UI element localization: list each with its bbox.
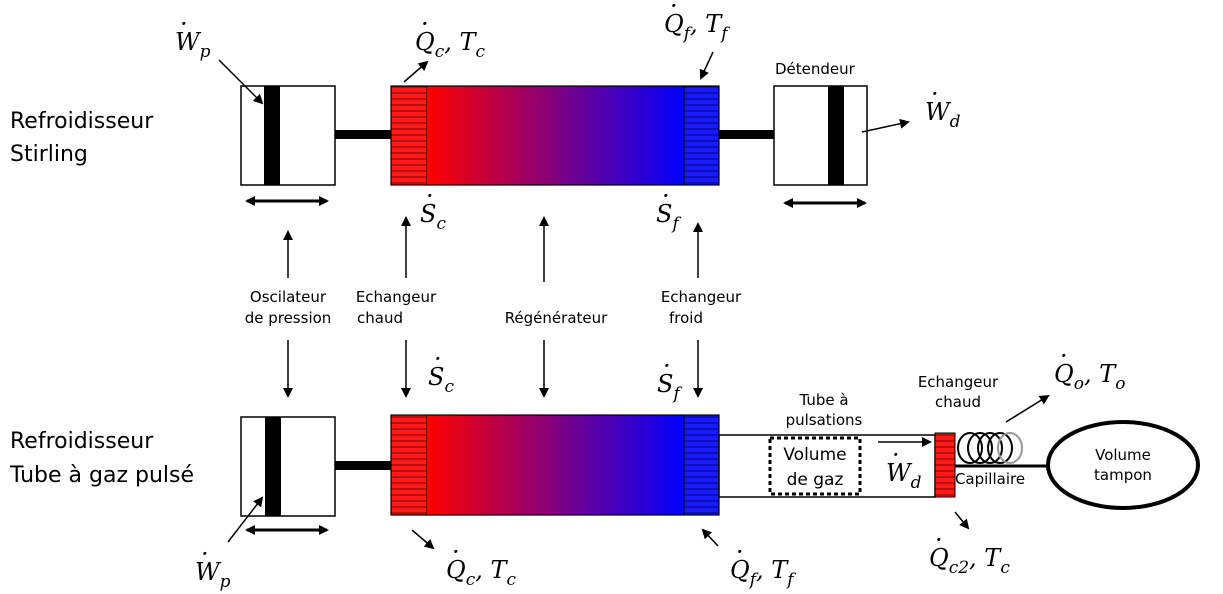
pulse-wp-arrow xyxy=(227,496,264,543)
stirling-section: Refroidisseur Stirling Détendeur Wp · Qc… xyxy=(10,0,961,234)
svg-text:·: · xyxy=(180,10,188,38)
volume-tampon-line2: tampon xyxy=(1094,466,1152,484)
stirling-rod-right xyxy=(719,130,774,139)
pulse-qo-arrow xyxy=(1005,394,1050,423)
pulse-hot-exchanger xyxy=(390,414,428,516)
echangeur-froid-label-line1: Echangeur xyxy=(661,288,742,306)
volume-tampon xyxy=(1046,420,1200,510)
pulse-title-line2: Tube à gaz pulsé xyxy=(9,463,194,488)
echangeur-chaud-label-line2: chaud xyxy=(357,309,403,327)
pulse-qf-label: Qf, Tf xyxy=(730,556,796,590)
svg-text:·: · xyxy=(663,352,671,380)
pulse-sc-label: Sc xyxy=(428,363,454,397)
pulse-title-line1: Refroidisseur xyxy=(10,429,154,454)
stirling-rod-left xyxy=(335,130,392,139)
svg-text:·: · xyxy=(1060,342,1068,370)
stirling-expander-piston xyxy=(828,86,844,185)
stirling-wd-label: Wd xyxy=(925,98,961,132)
oscillateur-label-line2: de pression xyxy=(245,309,332,327)
stirling-qf-label: Qf, Tf xyxy=(664,10,730,44)
echangeur-chaud-2-line1: Echangeur xyxy=(918,373,999,391)
pulse-compressor-piston xyxy=(265,417,281,516)
pulse-qc-arrow xyxy=(411,529,435,550)
svg-text:·: · xyxy=(935,526,943,554)
stirling-wp-label: Wp xyxy=(175,28,211,62)
pulse-regenerator xyxy=(427,415,684,515)
capillary-coil xyxy=(955,432,1048,468)
pulse-tube-section: Refroidisseur Tube à gaz pulsé Sc · Sf ·… xyxy=(9,342,1200,592)
echangeur-froid-label-line2: froid xyxy=(669,309,703,327)
tube-label-line2: pulsations xyxy=(786,411,863,429)
stirling-qc-arrow xyxy=(403,60,429,83)
detendeur-label: Détendeur xyxy=(775,60,856,78)
volume-tampon-line1: Volume xyxy=(1095,446,1151,464)
stirling-regenerator xyxy=(427,86,684,185)
stirling-sf-label: Sf xyxy=(656,200,681,234)
svg-text:·: · xyxy=(736,538,744,566)
pulse-qc-label: Qc, Tc xyxy=(446,556,517,590)
stirling-compressor-piston xyxy=(264,86,280,185)
tube-label-line1: Tube à xyxy=(798,391,848,409)
stirling-cold-exchanger xyxy=(683,85,720,186)
pulse-compressor-cylinder xyxy=(240,416,336,517)
echangeur-chaud-label-line1: Echangeur xyxy=(356,288,437,306)
stirling-qc-label: Qc, Tc xyxy=(415,28,486,62)
capillaire-label: Capillaire xyxy=(955,470,1025,488)
stirling-hot-exchanger xyxy=(390,85,428,186)
pulse-qo-label: Qo, To xyxy=(1054,360,1125,394)
pulse-wd-label: Wd xyxy=(886,459,922,493)
echangeur-chaud-2-line2: chaud xyxy=(935,393,981,411)
svg-text:·: · xyxy=(670,0,678,20)
shared-components-labels: Oscilateur de pression Echangeur chaud R… xyxy=(245,216,742,398)
oscillateur-label-line1: Oscilateur xyxy=(250,288,327,306)
pulse-wp-label: Wp xyxy=(195,558,231,592)
svg-text:·: · xyxy=(662,182,670,210)
svg-text:·: · xyxy=(421,10,429,38)
pulse-qf-arrow xyxy=(701,528,719,547)
svg-text:·: · xyxy=(201,540,209,568)
stirling-expander-cylinder xyxy=(773,85,868,186)
volume-gaz-line2: de gaz xyxy=(787,470,844,490)
svg-text:·: · xyxy=(892,441,900,469)
stirling-title-line1: Refroidisseur xyxy=(10,109,154,134)
stirling-compressor-cylinder xyxy=(240,85,336,186)
svg-text:·: · xyxy=(434,345,442,373)
volume-gaz-box xyxy=(768,436,862,496)
svg-text:·: · xyxy=(452,538,460,566)
stirling-wd-arrow xyxy=(861,118,910,133)
svg-text:·: · xyxy=(931,80,939,108)
stirling-qf-arrow xyxy=(699,51,714,80)
svg-text:·: · xyxy=(426,182,434,210)
pulse-cold-exchanger xyxy=(683,414,720,516)
pulse-rod xyxy=(335,461,392,470)
volume-gaz-line1: Volume xyxy=(783,445,846,465)
stirling-sc-label: Sc xyxy=(420,200,446,234)
stirling-title-line2: Stirling xyxy=(10,142,88,167)
regenerateur-label: Régénérateur xyxy=(505,309,608,327)
stirling-wp-arrow xyxy=(218,59,264,105)
pulse-qc2-label: Qc2, Tc xyxy=(929,544,1010,578)
pulse-sf-label: Sf xyxy=(657,370,682,404)
pulse-warm-exchanger xyxy=(934,432,956,498)
pulse-qc2-arrow xyxy=(954,511,970,530)
